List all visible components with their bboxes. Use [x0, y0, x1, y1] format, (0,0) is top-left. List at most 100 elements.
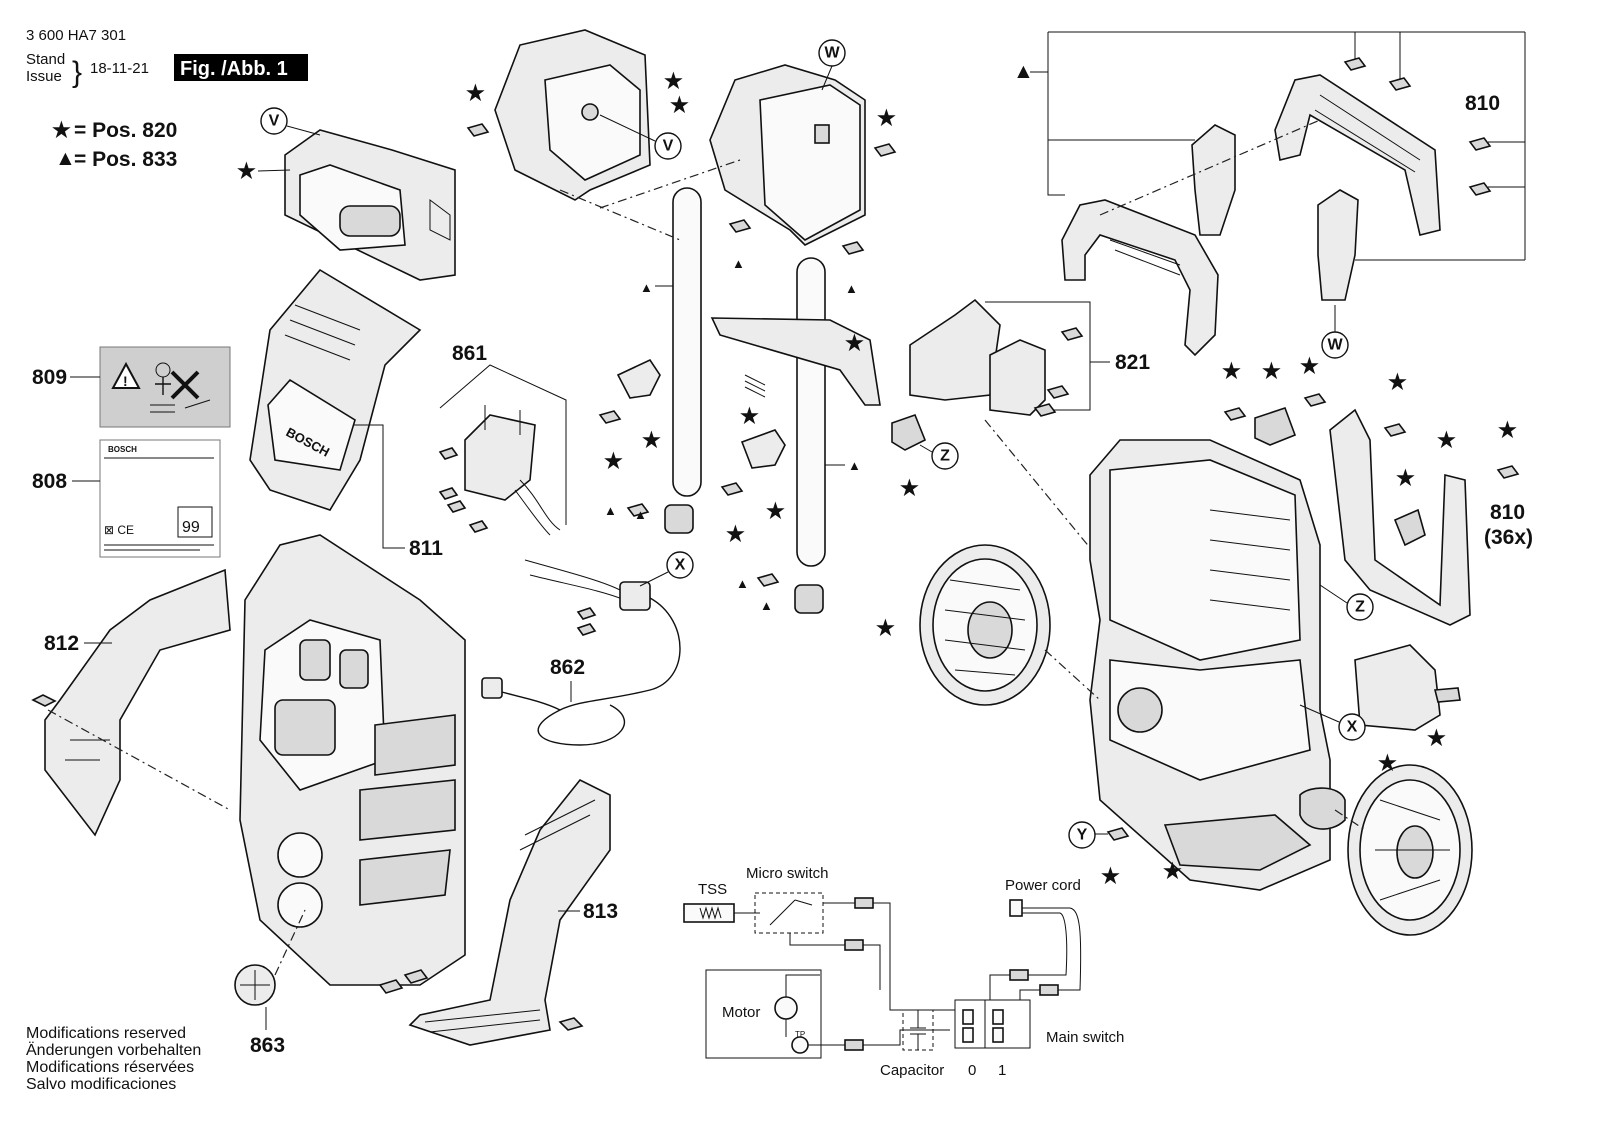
callout-w-handle: W	[1321, 331, 1349, 359]
side-cover-812-part	[44, 568, 231, 837]
screw-821-c	[1033, 403, 1057, 417]
star-marker: ★	[876, 617, 895, 640]
label-808-marks: ⊠ CE	[104, 523, 134, 537]
handle-bracket-right-slot	[814, 124, 830, 144]
motor-box	[705, 969, 822, 1059]
main-switch-contact-4	[992, 1027, 1004, 1043]
handle-latch-bar	[710, 317, 881, 406]
star-marker: ★	[1378, 752, 1397, 775]
housing-port-upper	[277, 832, 323, 878]
star-marker: ★	[766, 500, 785, 523]
wire-motor-bottom	[808, 1029, 950, 1046]
housing-socket-left	[299, 639, 331, 681]
screw-tube-plug-left	[626, 503, 650, 517]
star-marker: ★	[1437, 429, 1456, 452]
triangle-marker: ▲	[845, 281, 858, 296]
housing-lower-recess	[274, 699, 336, 756]
screw-chassis-top-1	[1223, 407, 1247, 421]
callout-w-top: W	[818, 39, 846, 67]
triangle-marker: ▲	[604, 503, 617, 518]
handle-frame-part	[1274, 74, 1441, 236]
star-marker: ★	[1388, 371, 1407, 394]
wiring-main-switch-label: Main switch	[1046, 1029, 1124, 1046]
wiring-tss-label: TSS	[698, 881, 727, 898]
main-switch-contact-2	[992, 1009, 1004, 1025]
screw-handle-1	[1343, 57, 1367, 71]
position-808: 808	[32, 470, 67, 493]
axis-bracket-tube	[559, 189, 681, 241]
svg-text:X: X	[675, 557, 686, 574]
wire-power-cord-2	[1010, 912, 1068, 976]
position-810-qty: (36x)	[1484, 526, 1533, 549]
position-809: 809	[32, 366, 67, 389]
chassis-ribs	[1209, 509, 1291, 611]
micro-switch-contact-icon	[769, 899, 813, 926]
screw-861-c	[446, 500, 467, 513]
handle-frame-ribs	[1314, 94, 1421, 173]
wiring-diagram: TSS Micro switch Motor TP Capacitor Main…	[683, 865, 1124, 1079]
wire-switch-top	[823, 902, 920, 1011]
front-panel-foot-ribs	[424, 1009, 541, 1033]
wheel-right	[1347, 764, 1473, 936]
screw-bracket-right	[873, 143, 897, 157]
star-marker: ★	[664, 70, 683, 93]
screw-cord-a	[576, 607, 597, 620]
wire-switch-in-1	[989, 974, 1010, 1000]
screw-front-panel	[558, 1017, 584, 1031]
chassis-top-clip	[1254, 406, 1297, 446]
clip-front-panel-2	[403, 969, 429, 984]
callout-y: Y	[1068, 821, 1096, 849]
callout-x-cord: X	[666, 551, 694, 579]
wire-power-cord	[1022, 907, 1082, 991]
star-marker: ★	[845, 332, 864, 355]
housing-port-lower	[277, 882, 323, 928]
knob-grip	[240, 970, 270, 1000]
axis-wheel-right	[1334, 809, 1366, 831]
main-switch-contact-3	[962, 1027, 974, 1043]
svg-text:V: V	[663, 138, 674, 155]
main-switch-box	[954, 999, 1031, 1049]
position-821: 821	[1115, 351, 1150, 374]
axis-side-cover	[47, 709, 231, 811]
cover-logo-panel	[267, 378, 356, 471]
svg-text:Z: Z	[1355, 599, 1365, 616]
screw-cord-b	[576, 623, 597, 636]
screw-bracket-tube-left	[728, 219, 752, 233]
wiring-pos-on: 1	[998, 1062, 1006, 1079]
clip-front-panel-1	[378, 979, 404, 994]
hose-basket-slot	[339, 205, 401, 237]
housing-side-slot-2	[359, 779, 456, 841]
housing-side-slot-3	[359, 849, 451, 906]
callout-v-basket: V	[260, 107, 288, 135]
figure-label-box	[174, 54, 308, 81]
handle-insert-left	[1191, 124, 1236, 236]
label-808-rating-box	[177, 506, 213, 538]
star-marker: ★	[740, 405, 759, 428]
star-marker: ★	[1163, 860, 1182, 883]
prohibited-cross-icon	[170, 370, 200, 400]
leader-x-chassis	[1299, 704, 1340, 723]
star-marker: ★	[466, 82, 485, 105]
document-number: 3 600 HA7 301	[26, 27, 126, 44]
footer-line-es: Salvo modificaciones	[26, 1076, 176, 1093]
capacitor-icon	[910, 1010, 926, 1050]
wiring-micro-switch-label: Micro switch	[746, 865, 829, 882]
leader-861	[439, 364, 567, 525]
star-marker: ★	[642, 429, 661, 452]
leader-w-top	[821, 65, 833, 91]
front-cover-upper-part	[249, 268, 422, 511]
wheel-mount-block	[1354, 644, 1441, 731]
position-811: 811	[409, 537, 443, 560]
handle-grip-texture	[1109, 239, 1181, 276]
callout-x-chassis: X	[1338, 713, 1366, 741]
wheel-left	[919, 544, 1051, 706]
screw-handle-2	[1388, 77, 1412, 91]
leader-z-lower	[1319, 584, 1348, 604]
svg-text:V: V	[269, 113, 280, 130]
label-808-rating: 99	[182, 519, 200, 536]
z-clip-part	[891, 413, 927, 451]
star-marker: ★	[877, 107, 896, 130]
star-symbol-legend: ★	[52, 119, 71, 142]
housing-side-slot-1	[374, 714, 456, 776]
